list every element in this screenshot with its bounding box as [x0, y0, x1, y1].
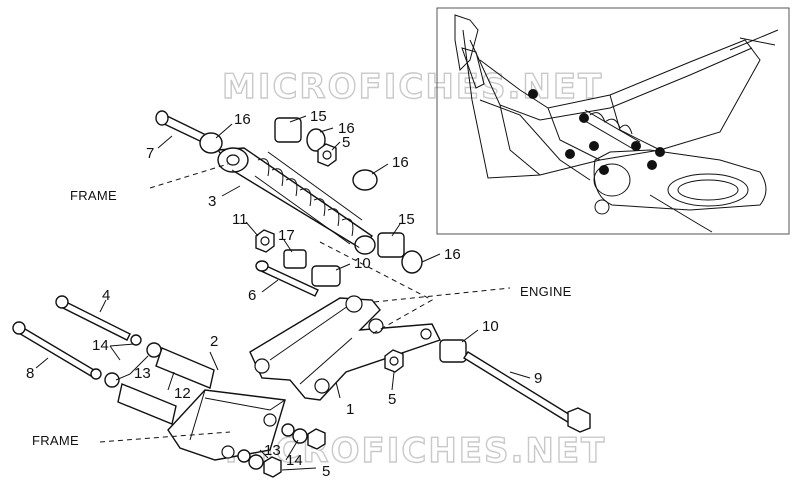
callout-1: 1 — [346, 401, 354, 418]
callout-5-top: 5 — [342, 134, 350, 151]
frame-overview-inset — [436, 7, 790, 235]
bushing-16-right — [401, 250, 423, 274]
link-plate-1 — [249, 295, 441, 401]
bushing-15-mid — [377, 232, 405, 258]
callout-17: 17 — [278, 227, 295, 244]
callout-15-mid: 15 — [398, 211, 415, 228]
bushing-15-top — [274, 117, 302, 143]
leader-lines — [35, 115, 531, 471]
callout-8: 8 — [26, 365, 34, 382]
callout-16-shock: 16 — [338, 120, 355, 137]
washer-14-a — [146, 342, 162, 358]
reference-lines — [99, 163, 511, 443]
bushing-16-top — [306, 128, 326, 152]
callout-5-bottom: 5 — [322, 463, 330, 480]
shock-absorber — [155, 110, 423, 274]
pivot-bolt-9 — [439, 339, 591, 433]
callout-11: 11 — [232, 211, 248, 228]
bushing-17 — [283, 249, 307, 269]
bolt-4 — [58, 299, 131, 341]
spacer-10-right — [439, 339, 467, 363]
watermark-top: MICROFICHES.NET — [222, 67, 603, 107]
bushing-16-shock — [352, 169, 378, 191]
spacer-12-bottom — [117, 383, 177, 425]
callout-14-bottom: 14 — [286, 452, 303, 469]
callout-15-top: 15 — [310, 108, 327, 125]
washer-14-d — [248, 454, 264, 470]
callout-16-top: 16 — [234, 111, 251, 128]
spacer-12-top — [155, 347, 215, 389]
spacer-10-top — [311, 265, 341, 287]
label-engine: ENGINE — [520, 284, 572, 299]
callout-6: 6 — [248, 287, 256, 304]
callout-16-right: 16 — [444, 246, 461, 263]
washer-14-c — [292, 428, 308, 444]
callout-13-bottom: 13 — [264, 442, 281, 459]
inset-border — [436, 7, 790, 235]
callout-16-mid: 16 — [392, 154, 409, 171]
callout-10-right: 10 — [482, 318, 499, 335]
watermark-bottom: MICROFICHES.NET — [225, 431, 606, 471]
washer-14-b — [104, 372, 120, 388]
callout-4: 4 — [102, 287, 110, 304]
label-frame-bottom: FRAME — [32, 433, 79, 448]
callout-14-left: 14 — [92, 337, 109, 354]
callout-9: 9 — [534, 370, 542, 387]
callout-10-top: 10 — [354, 255, 371, 272]
callout-12: 12 — [174, 385, 191, 402]
callout-13-left: 13 — [134, 365, 151, 382]
label-frame-top: FRAME — [70, 188, 117, 203]
mid-hardware — [255, 229, 341, 297]
nut-5-bottom — [263, 456, 282, 478]
callout-3: 3 — [208, 193, 216, 210]
lower-link-assembly — [12, 295, 326, 478]
callout-5-mid: 5 — [388, 391, 396, 408]
callout-2: 2 — [210, 333, 218, 350]
callout-7: 7 — [146, 145, 154, 162]
